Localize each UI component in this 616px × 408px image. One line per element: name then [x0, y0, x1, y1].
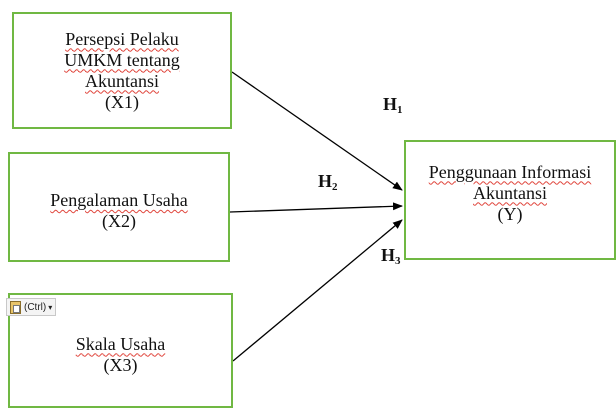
arrow-x3-to-y [232, 219, 403, 362]
clipboard-paste-icon [10, 300, 21, 314]
x1-line-2: UMKM tentang [64, 49, 180, 70]
x1-line-3: Akuntansi [85, 70, 159, 91]
y-line-3: (Y) [497, 203, 523, 224]
arrow-x2-to-y [229, 202, 403, 213]
x1-line-4: (X1) [105, 91, 139, 112]
x3-line-1: Skala Usaha [75, 333, 166, 354]
x1-line-1: Persepsi Pelaku [65, 28, 179, 49]
x3-line-2: (X3) [103, 354, 138, 375]
box-x2-pengalaman-usaha: Pengalaman Usaha (X2) [8, 152, 230, 262]
hypothesis-h3-label: H3 [381, 245, 401, 267]
box-y-penggunaan-informasi-akuntansi: Penggunaan Informasi Akuntansi (Y) [404, 140, 616, 260]
y-line-2: Akuntansi [473, 182, 547, 203]
box-x1-persepsi-pelaku-umkm: Persepsi Pelaku UMKM tentang Akuntansi (… [12, 12, 232, 129]
arrow-x1-to-y [231, 71, 403, 191]
paste-options-label: (Ctrl) [24, 301, 47, 313]
paste-options-button[interactable]: (Ctrl) ▾ [6, 298, 57, 316]
y-line-1: Penggunaan Informasi [428, 161, 592, 182]
x2-line-1: Pengalaman Usaha [50, 190, 188, 210]
hypothesis-h2-label: H2 [318, 171, 338, 193]
x2-line-2: (X2) [102, 211, 136, 231]
hypothesis-h1-label: H1 [383, 94, 403, 116]
chevron-down-icon: ▾ [48, 302, 53, 312]
